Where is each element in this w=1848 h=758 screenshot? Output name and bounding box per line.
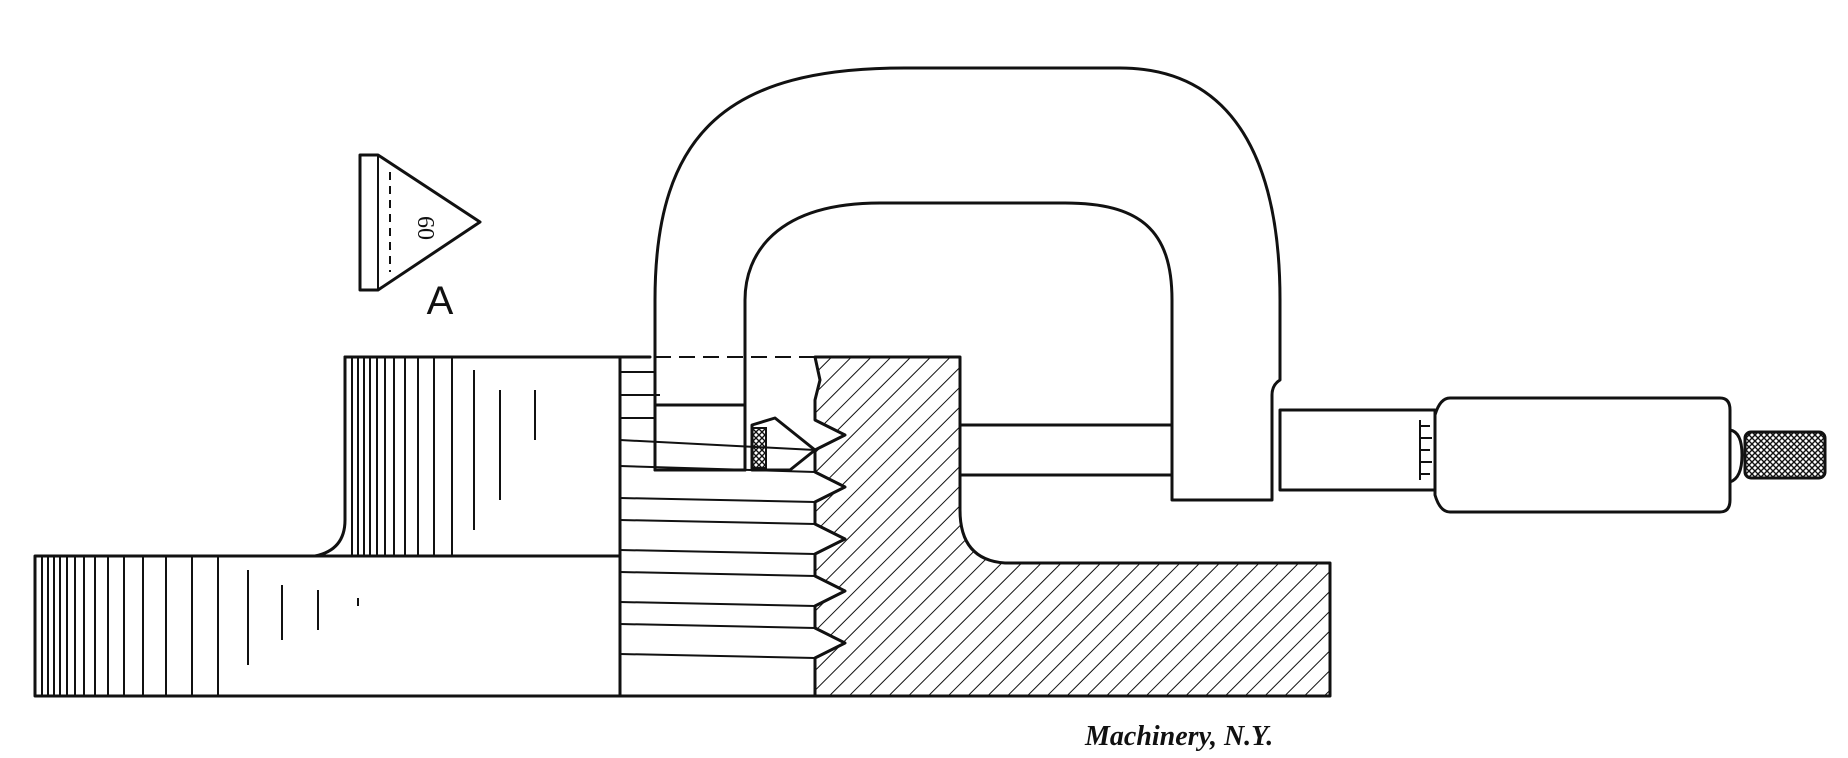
thread-gauge-a: 60 A — [358, 153, 482, 323]
threaded-body-section — [618, 355, 1332, 698]
gauge-letter-label: A — [427, 279, 454, 323]
micrometer — [653, 66, 1827, 514]
boss-elevation — [313, 355, 622, 558]
flange-elevation — [33, 554, 622, 698]
credit-label: Machinery, N.Y. — [1084, 721, 1273, 752]
gauge-angle-label: 60 — [412, 216, 438, 240]
